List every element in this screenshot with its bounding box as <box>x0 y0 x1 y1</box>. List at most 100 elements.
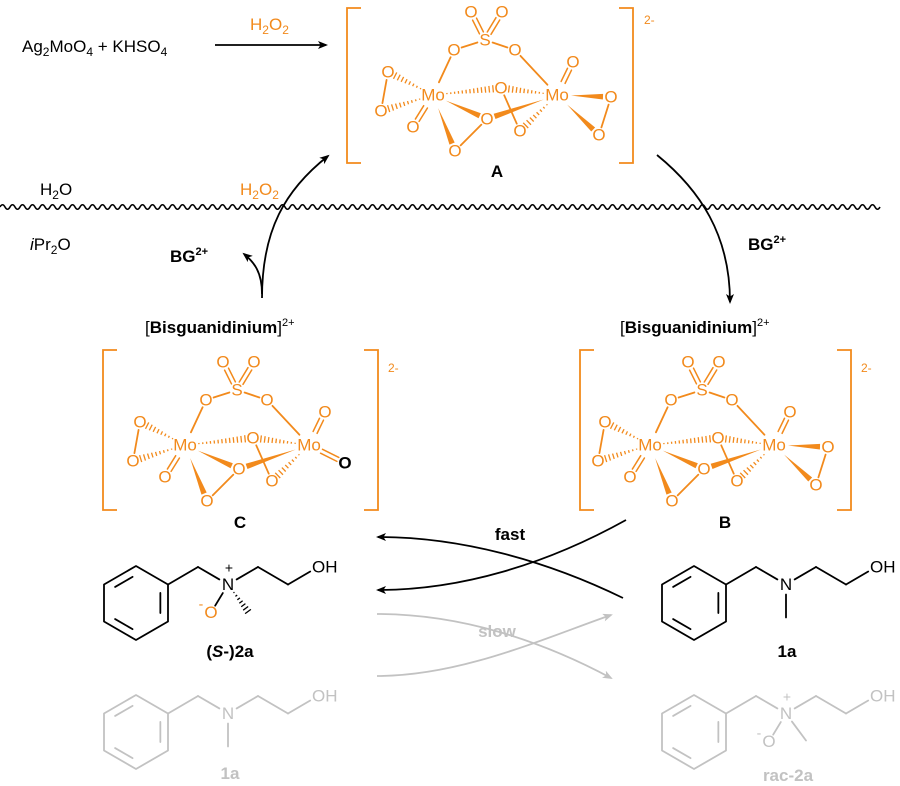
sulfur-atom: S <box>479 31 490 50</box>
hash-mark <box>480 87 483 93</box>
molybdenum-atom: Mo <box>421 86 445 105</box>
n-o-bond <box>772 721 782 736</box>
hashed-bond <box>386 98 421 113</box>
hash-mark <box>611 453 615 460</box>
regeneration-arrow <box>261 154 330 299</box>
hash-mark <box>238 600 244 604</box>
oxygen-atom: O <box>809 476 822 495</box>
oxygen-atom: O <box>318 403 331 422</box>
hash-mark <box>492 85 495 93</box>
hash-mark <box>240 603 246 608</box>
oxygen-atom: O <box>665 492 678 511</box>
aromatic-double-bond <box>114 747 134 760</box>
wedge-bond <box>445 100 481 119</box>
organic-part: Pr <box>34 235 51 254</box>
bond-line <box>312 417 321 433</box>
hash-mark <box>613 424 618 431</box>
bracket-left-c <box>102 349 117 511</box>
hashed-bond <box>274 453 300 479</box>
hash-mark <box>739 472 746 479</box>
hash-mark <box>284 464 289 469</box>
hash-mark <box>724 435 728 443</box>
bond <box>817 453 827 479</box>
hash-mark <box>546 103 548 106</box>
hash-mark <box>749 464 754 469</box>
bond <box>235 566 259 581</box>
hash-mark <box>523 88 526 94</box>
oxygen-atom: O <box>821 438 834 457</box>
oxygen-atom: O <box>447 41 460 60</box>
oxygen-atom: O <box>494 79 507 98</box>
bond <box>243 391 261 399</box>
oxide-oxygen-atom: O <box>204 603 217 622</box>
oxygen-atom: O <box>247 353 260 372</box>
bond-line <box>166 454 177 470</box>
oxygen-atom: O <box>697 460 710 479</box>
oxygen-atom: O <box>232 460 245 479</box>
hash-mark <box>158 450 162 455</box>
hash-mark <box>627 450 630 453</box>
hash-mark <box>763 453 765 456</box>
bond-line <box>418 107 429 123</box>
product-s-2a-label: (S-)2a <box>206 642 254 661</box>
bond <box>793 695 817 710</box>
wedge-bond <box>493 99 544 120</box>
bond <box>736 404 766 436</box>
oxygen-atom: O <box>374 102 387 121</box>
charge-a: 2- <box>644 13 655 27</box>
hash-mark <box>636 437 639 440</box>
hydroxyl-group: OH <box>312 687 338 706</box>
bond-line <box>486 16 497 33</box>
bond <box>257 695 289 715</box>
hashed-bond <box>609 422 639 440</box>
bond <box>167 695 199 715</box>
stereo-descriptor: S <box>212 642 224 661</box>
aqueous-phase-label: H2O <box>40 180 72 202</box>
double-bond <box>560 67 573 85</box>
oxygen-atom: O <box>681 353 694 372</box>
oxygen-atom: O <box>133 413 146 432</box>
bond-line <box>475 17 485 33</box>
oxygen-atom: O <box>381 63 394 82</box>
aromatic-double-bond <box>114 618 134 631</box>
oxygen-atom: O <box>448 142 461 161</box>
hash-mark <box>410 100 413 103</box>
hash-mark <box>759 456 763 459</box>
bond <box>287 699 312 715</box>
phase-boundary <box>0 203 881 211</box>
phase-oxidant-label: H2O2 <box>240 180 279 202</box>
oxygen-atom: O <box>712 353 725 372</box>
bond <box>438 56 452 84</box>
bond <box>845 570 870 586</box>
bracket-right-b <box>837 349 852 511</box>
catalyst-label-left: BG2+ <box>170 246 208 266</box>
slow-label: slow <box>478 622 517 641</box>
hash-mark <box>529 117 535 122</box>
oxygen-atom: O <box>591 452 604 471</box>
oxide-oxygen-atom: O <box>762 732 775 751</box>
oxidant-subscript: 2 <box>262 23 269 37</box>
catalyst-part: BG <box>748 235 774 254</box>
oxidant-subscript: 2 <box>282 23 289 37</box>
wedge-bond <box>438 108 455 145</box>
hash-mark <box>693 437 696 444</box>
n-o-bond <box>214 592 224 607</box>
oxidant-part: O <box>269 15 282 34</box>
oxygen-atom: O <box>730 472 743 491</box>
nitrogen-atom: N <box>780 575 792 594</box>
phase-oxidant-part: H <box>240 180 252 199</box>
hash-mark <box>392 72 398 80</box>
molybdenum-atom: Mo <box>173 436 197 455</box>
fast-arrow-lower <box>376 519 627 594</box>
hash-mark <box>507 85 511 93</box>
hash-mark <box>274 472 281 479</box>
hash-mark <box>740 438 743 444</box>
hash-mark <box>607 454 612 461</box>
hash-mark <box>148 424 153 431</box>
oxygen-atom: O <box>495 3 508 22</box>
double-bond <box>312 417 325 435</box>
hash-mark <box>164 433 167 437</box>
bond <box>460 41 479 49</box>
